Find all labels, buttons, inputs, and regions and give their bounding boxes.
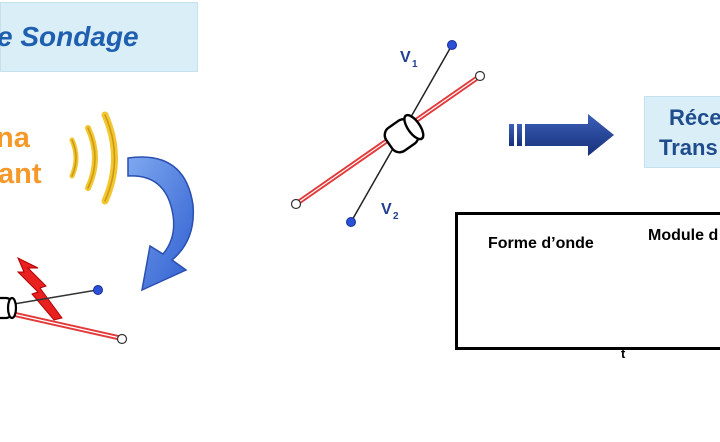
antenna-cylinder-icon [0,296,18,320]
waveform-title: Forme d’onde [488,235,594,252]
title-box: e Sondage [0,2,198,72]
signal-label: na ant [0,120,60,192]
right-arrow-icon [509,114,614,156]
receiver-label: Réce [669,105,720,130]
v1-subscript: 1 [412,59,418,70]
page-title: e Sondage [0,21,139,52]
signal-panel: Forme d’onde Module d [455,212,720,350]
antenna-cylinder-icon [383,113,425,154]
curved-arrow-icon [127,156,195,292]
lightning-bolt-icon [16,256,63,321]
lower-antenna-group [0,256,128,345]
v2-subscript: 2 [393,211,399,222]
receiver-transmitter-box: Réce Trans [644,96,720,168]
transmitter-label: Trans [659,135,718,160]
signal-label-line-1: na [0,122,30,154]
v2-label: V [381,201,392,218]
time-axis-label: t [621,346,626,361]
spectrum-title: Module d [648,227,719,244]
v1-label: V [400,49,411,66]
signal-label-line-2: ant [0,158,42,190]
center-antenna-group: V 1 V 2 [290,40,486,227]
sound-waves-icon [69,111,118,205]
